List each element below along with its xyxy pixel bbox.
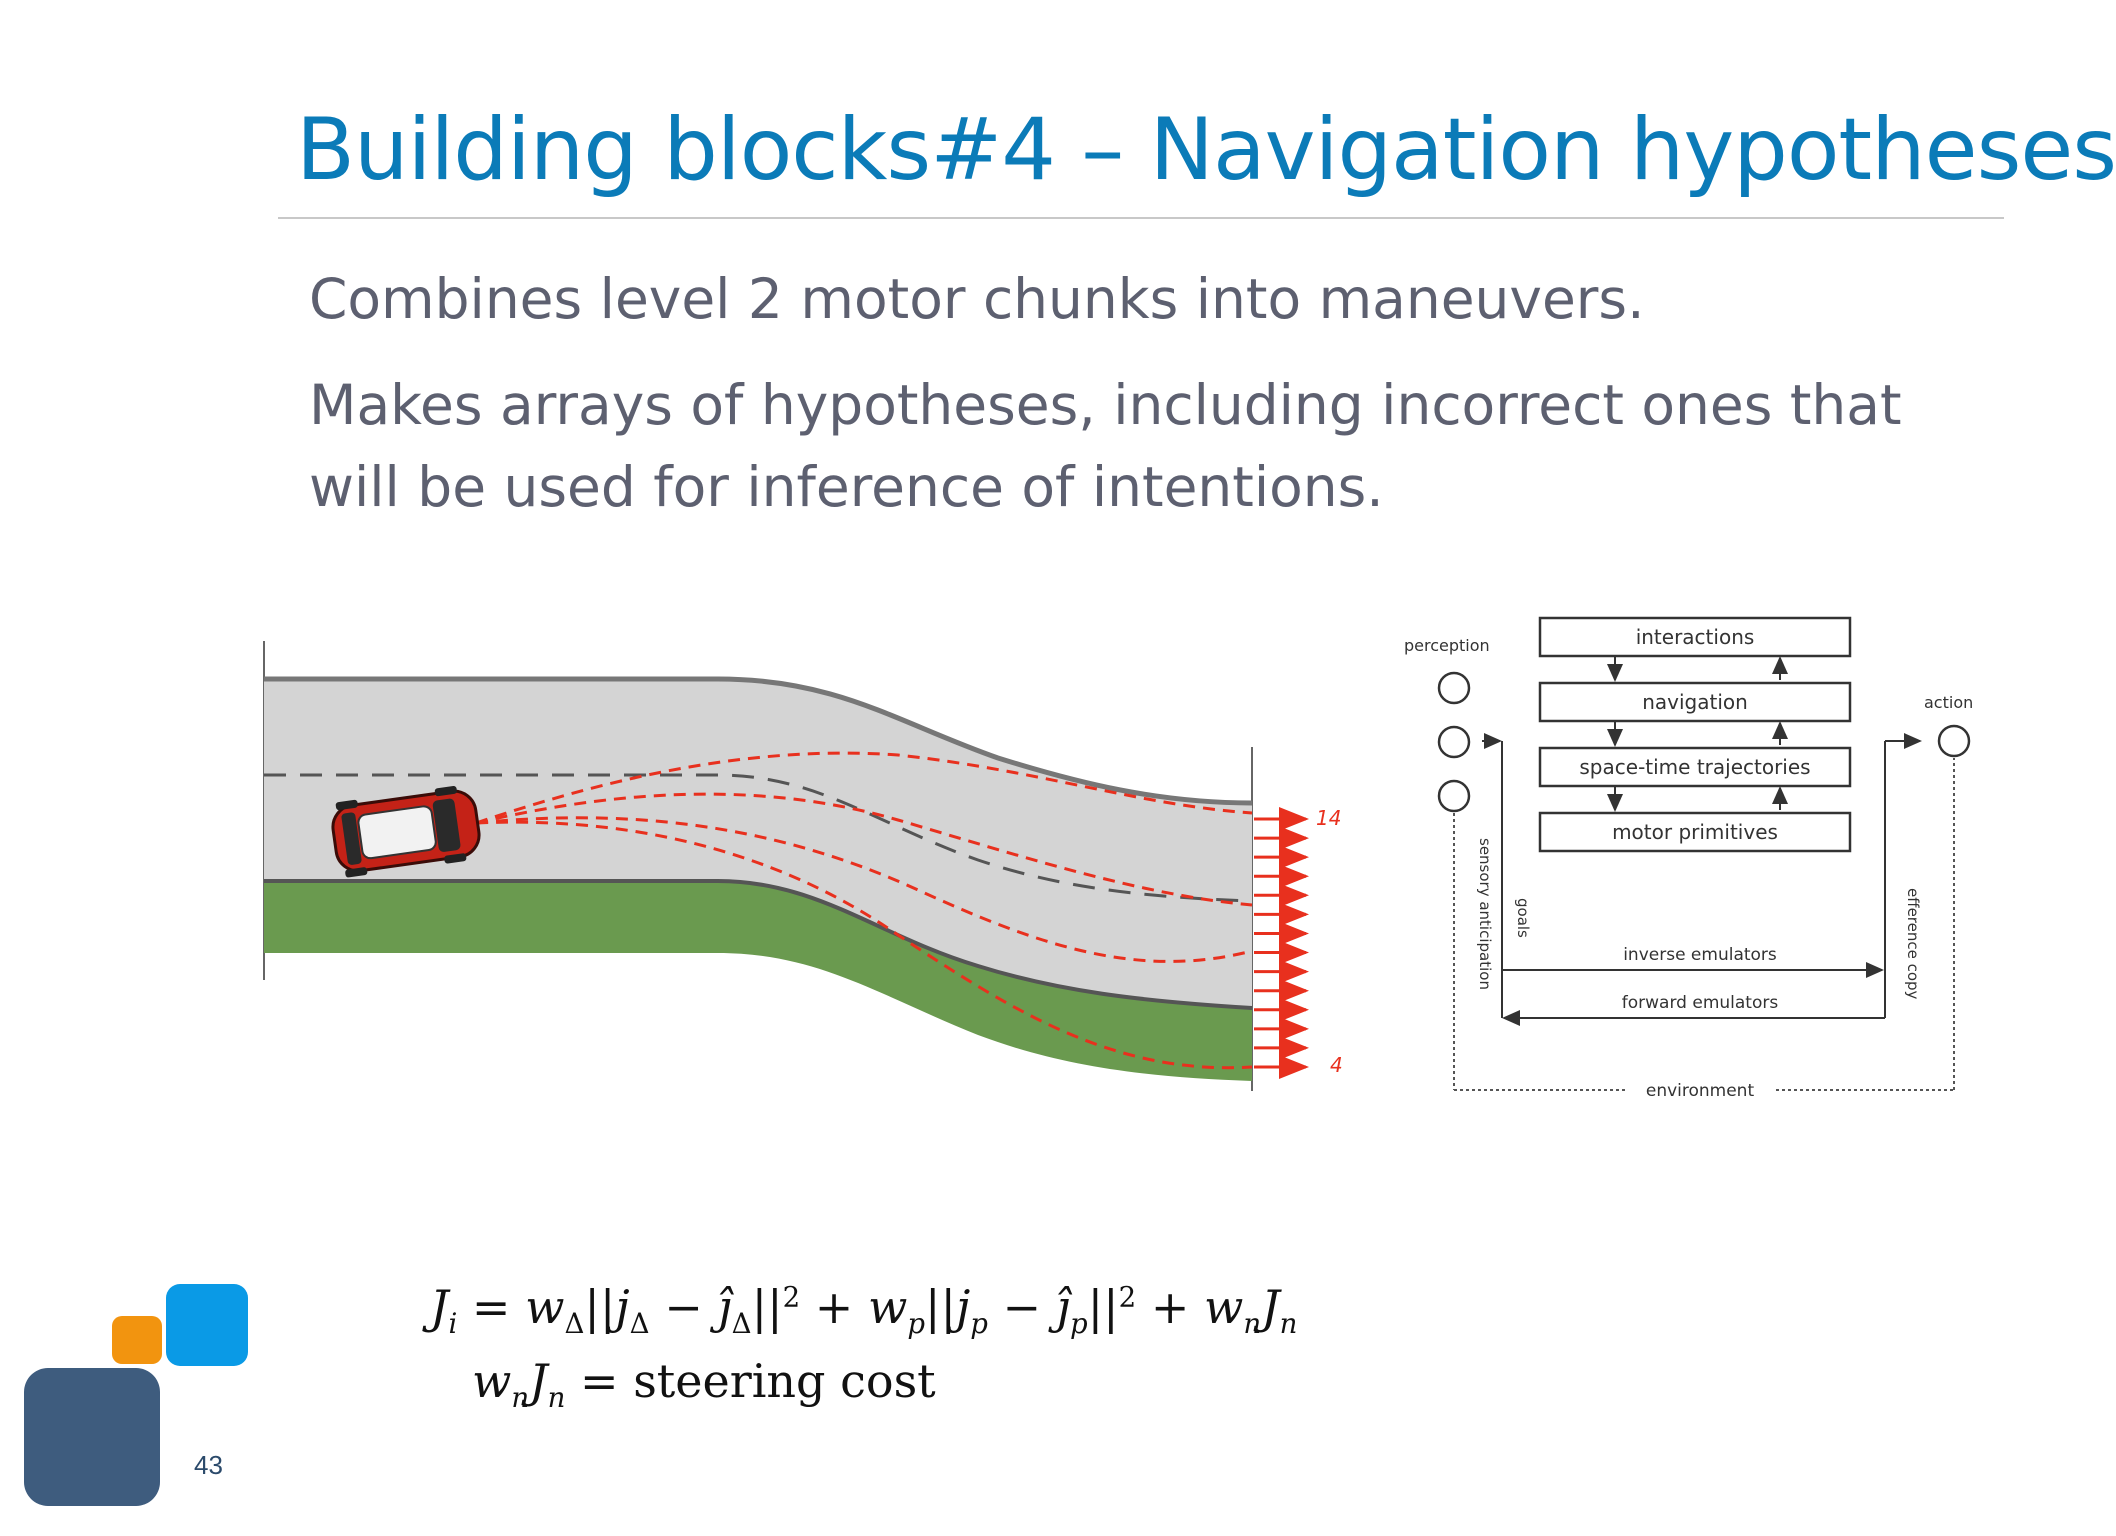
box-interactions	[1538, 616, 1852, 658]
perception-node-2	[1437, 725, 1471, 759]
goals-label: goals	[1514, 898, 1532, 938]
trajectory-hypotheses	[475, 751, 1253, 1070]
perception-node-3	[1437, 779, 1471, 813]
lane-center-line	[264, 773, 1253, 903]
formula-line-2: wnJn = steering cost	[472, 1354, 936, 1415]
architecture-diagram: perception action interactions navigatio…	[1404, 616, 1973, 1101]
logo-square-dark	[24, 1368, 160, 1506]
perception-node-1	[1437, 671, 1471, 705]
perception-label: perception	[1404, 636, 1490, 655]
side-arrows	[1482, 733, 1922, 1026]
inter-box-arrows	[1607, 656, 1788, 812]
action-node	[1937, 724, 1971, 758]
title-divider	[278, 217, 2004, 219]
box-navigation	[1538, 681, 1852, 723]
trajectory-2	[475, 792, 1253, 907]
page-number: 43	[194, 1450, 223, 1480]
bullet-1: Combines level 2 motor chunks into maneu…	[309, 267, 1645, 331]
inverse-emulators-label: inverse emulators	[1623, 945, 1777, 965]
box-space-time-label: space-time trajectories	[1579, 755, 1810, 779]
hierarchy-boxes	[1538, 616, 1852, 853]
slide-title: Building blocks#4 – Navigation hypothese…	[296, 100, 2116, 200]
box-navigation-label: navigation	[1642, 690, 1748, 714]
forward-emulators-label: forward emulators	[1622, 993, 1779, 1013]
road-top-border	[264, 676, 1253, 806]
grass-area	[264, 880, 1252, 1081]
trajectory-3	[475, 816, 1253, 963]
action-label: action	[1924, 693, 1973, 712]
sensory-anticipation-label: sensory anticipation	[1476, 838, 1494, 990]
environment-label: environment	[1646, 1081, 1755, 1101]
trajectory-1	[475, 751, 1253, 825]
top-arrow-label: 14	[1316, 806, 1341, 830]
formula-line-1: Ji = wΔ||jΔ − ĵΔ||2 + wp||jp − ĵp||2 + w…	[430, 1280, 1298, 1341]
logo-square-blue	[166, 1284, 248, 1366]
road-bottom-border	[264, 879, 1253, 1010]
dotted-loop	[1453, 758, 1955, 1091]
trajectory-4	[475, 820, 1253, 1070]
box-motor-primitives	[1538, 811, 1852, 853]
logo-square-orange	[112, 1316, 162, 1364]
bullet-2: Makes arrays of hypotheses, including in…	[309, 373, 1902, 519]
efference-copy-label: efference copy	[1904, 888, 1922, 1000]
box-interactions-label: interactions	[1636, 625, 1755, 649]
box-space-time	[1538, 746, 1852, 788]
road-trajectory-figure: 14 4	[263, 641, 1343, 1091]
bottom-arrow-label: 4	[1330, 1053, 1343, 1077]
target-arrows	[1254, 807, 1309, 1079]
car	[331, 785, 481, 878]
box-motor-primitives-label: motor primitives	[1612, 820, 1778, 844]
